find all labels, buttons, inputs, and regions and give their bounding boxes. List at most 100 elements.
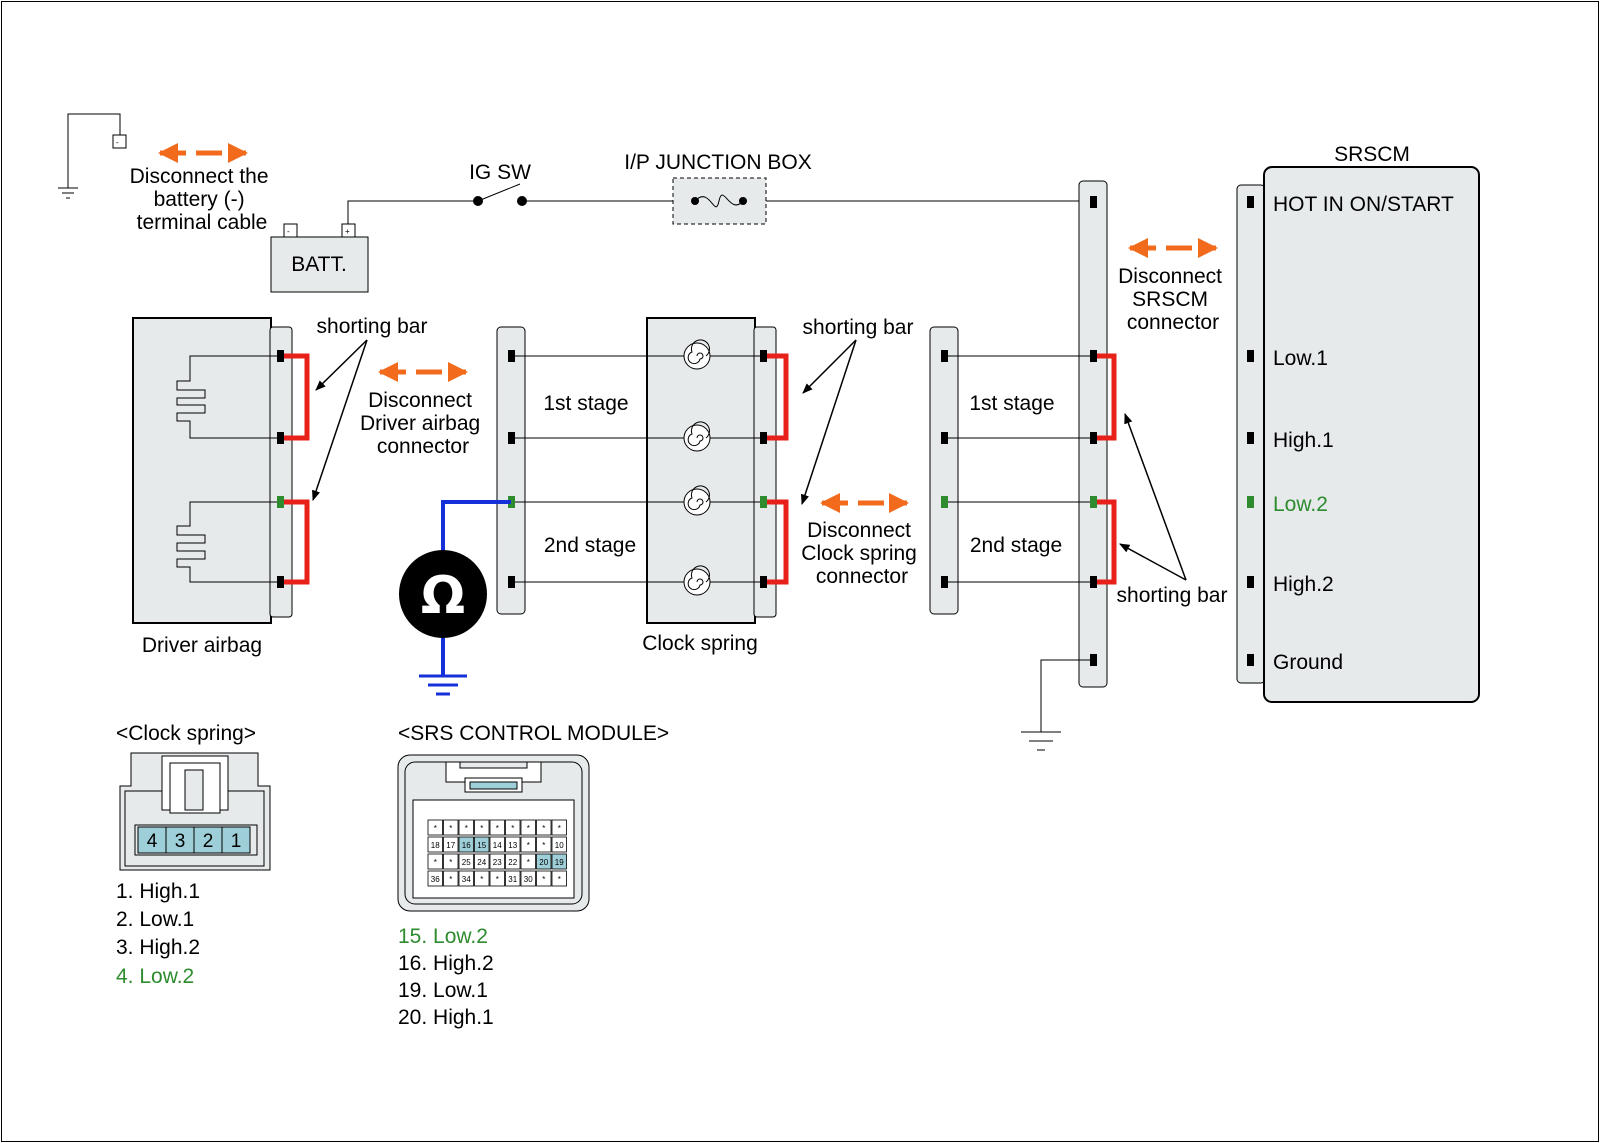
clock-spring-disconnect-label: Disconnect Clock spring connector [801, 519, 922, 588]
srs-pin-cell [551, 853, 567, 870]
srscm-pin-high1: High.1 [1247, 429, 1334, 452]
clock-spring-first-stage-label: 1st stage [543, 392, 628, 415]
srscm-pin-hot: HOT IN ON/START [1247, 193, 1454, 216]
ohmmeter-probe-wire [441, 500, 511, 555]
junction-box: I/P JUNCTION BOX [624, 151, 812, 225]
srs-pin-cell [551, 870, 567, 887]
srscm-title: SRSCM [1334, 143, 1410, 166]
srs-pin-cell [458, 819, 474, 836]
ig-switch-blade [477, 183, 521, 202]
srscm-pin-low2-label: Low.2 [1273, 493, 1328, 516]
clock-spring-legend-3: 3. High.2 [116, 936, 200, 959]
ohmmeter-ground-symbol [419, 674, 467, 696]
ig-switch-label: IG SW [469, 161, 531, 184]
srs-pin-cell [489, 853, 505, 870]
srs-pin-label: 25 [462, 858, 471, 867]
clock-spring-pin-2: 2 [203, 831, 214, 852]
srs-pin-label: 18 [431, 841, 440, 850]
clock-spring-connector-face [119, 752, 271, 871]
srs-pin-label: 24 [477, 858, 486, 867]
srs-pin-cell [536, 819, 552, 836]
srs-pin-cell [489, 819, 505, 836]
srs-pin-cell [520, 853, 536, 870]
srs-pin-cell [443, 836, 459, 853]
driver-airbag-connector [269, 326, 293, 618]
srs-pin-label: * [465, 824, 468, 833]
battery-ground: - [58, 113, 127, 199]
srscm-pin-hot-label: HOT IN ON/START [1273, 193, 1454, 216]
driver-airbag-disconnect-label: Disconnect Driver airbag connector [360, 389, 486, 458]
srs-pin-cell [551, 836, 567, 853]
ohmmeter [399, 550, 487, 638]
srs-pin-label: 10 [555, 841, 564, 850]
srs-pin-cell [443, 853, 459, 870]
srscm-pin-low2: Low.2 [1247, 493, 1328, 516]
driver-airbag-shorting-bar-label: shorting bar [317, 315, 428, 338]
clock-spring-second-stage-label: 2nd stage [544, 534, 636, 557]
srs-pin-cell [551, 819, 567, 836]
ground-terminal-minus: - [116, 138, 119, 147]
srs-pin-label: 36 [431, 875, 440, 884]
battery-disconnect-label: Disconnect the battery (-) terminal cabl… [130, 165, 275, 234]
srs-pin-label: * [449, 858, 452, 867]
driver-airbag-label: Driver airbag [142, 634, 262, 657]
srscm-shorting-bar-2 [1097, 499, 1117, 585]
driver-airbag-squib-1 [176, 355, 277, 439]
srs-pin-label: * [449, 875, 452, 884]
clock-spring-pin-3: 3 [175, 831, 186, 852]
srs-pin-label: * [480, 875, 483, 884]
clock-spring-legend-4: 4. Low.2 [116, 965, 194, 988]
srs-pin-cell [520, 819, 536, 836]
srscm-second-stage-label: 2nd stage [970, 534, 1062, 557]
srs-pin-label: * [558, 875, 561, 884]
srs-pin-cell [427, 870, 443, 887]
srs-pin-cell [474, 819, 490, 836]
clock-spring-harness-connector [929, 326, 959, 615]
srs-pin-cell [474, 853, 490, 870]
srs-module-connector-title: <SRS CONTROL MODULE> [398, 722, 669, 745]
srs-pin-label: * [527, 824, 530, 833]
srs-pin-cell [489, 836, 505, 853]
clock-spring-input-connector [496, 326, 526, 615]
srs-pin-cell [443, 870, 459, 887]
srs-pin-label: 23 [493, 858, 502, 867]
srs-pin-cell [443, 819, 459, 836]
clock-spring-pin-4: 4 [147, 831, 158, 852]
srs-pin-label: 31 [508, 875, 517, 884]
srs-pin-cell [536, 870, 552, 887]
srs-pin-label: 20 [539, 858, 548, 867]
srs-pin-label: * [511, 824, 514, 833]
srs-pin-label: * [496, 875, 499, 884]
clock-spring-label: Clock spring [642, 632, 758, 655]
srscm-ground [1021, 659, 1093, 751]
clock-spring-connector-title: <Clock spring> [116, 722, 256, 745]
driver-airbag-shorting-bar-2 [284, 499, 310, 585]
battery-label: BATT. [291, 253, 347, 276]
srscm-disconnect-label: Disconnect SRSCM connector [1118, 265, 1228, 334]
srs-pin-label: * [434, 858, 437, 867]
srs-pin-cell [505, 836, 521, 853]
srs-pin-label: * [542, 841, 545, 850]
srscm-pin-high1-label: High.1 [1273, 429, 1334, 452]
srs-pin-label: 15 [477, 841, 486, 850]
srscm-pin-ground: Ground [1247, 651, 1343, 674]
clock-spring-legend-1: 1. High.1 [116, 880, 200, 903]
clock-spring-shorting-bar-2 [767, 499, 789, 585]
clock-spring-shorting-bar-1 [767, 353, 789, 441]
srs-pin-cell [474, 836, 490, 853]
srs-pin-cell [474, 870, 490, 887]
srs-pin-label: 16 [462, 841, 471, 850]
clock-spring-legend-2: 2. Low.1 [116, 908, 194, 931]
battery-minus-sign: - [287, 227, 290, 236]
clock-spring-shorting-bar-label: shorting bar [803, 316, 914, 339]
battery: - + BATT. [270, 223, 369, 293]
srs-pin-cell [458, 870, 474, 887]
srs-pin-label: * [496, 824, 499, 833]
srs-pin-cell [427, 836, 443, 853]
srs-pin-cell [489, 870, 505, 887]
srs-pin-cell [505, 819, 521, 836]
srs-pin-label: 13 [508, 841, 517, 850]
